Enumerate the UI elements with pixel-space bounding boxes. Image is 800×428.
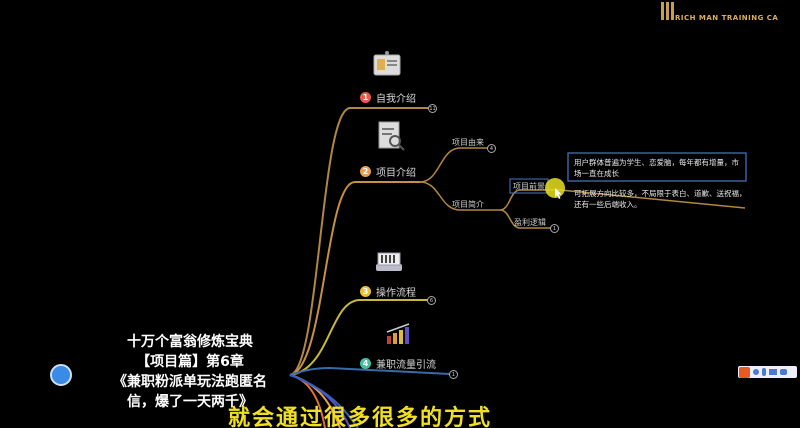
ime-emoji-icon[interactable] xyxy=(753,369,759,375)
collapse-count[interactable]: 6 xyxy=(427,296,436,305)
node-project-summary[interactable]: 项目简介 xyxy=(452,200,484,209)
node-project-origin[interactable]: 项目由来 xyxy=(452,138,484,147)
node-project-prospect[interactable]: 项目前景 xyxy=(513,182,545,191)
collapse-count[interactable]: 1 xyxy=(550,224,559,233)
subtitle-caption: 就会通过很多很多的方式 xyxy=(228,406,493,428)
note-box-outline xyxy=(567,152,747,182)
ime-skin-icon[interactable] xyxy=(780,369,787,375)
branch-line-1 xyxy=(289,107,432,376)
video-title-overlay: 十万个富翁修炼宝典 【项目篇】第6章 《兼职粉派单玩法跑匿名 信，爆了一天两千》 xyxy=(113,334,267,410)
ime-toolbar[interactable] xyxy=(738,366,797,378)
ime-mic-icon[interactable] xyxy=(762,368,766,376)
ime-keyboard-icon[interactable] xyxy=(769,369,777,375)
floating-button-icon[interactable] xyxy=(50,364,72,386)
cursor-pointer-icon xyxy=(555,188,562,199)
collapse-count[interactable]: 4 xyxy=(487,144,496,153)
note-expansion[interactable]: 可拓展方向比较多，不局限于表白、道歉、送祝福，还有一些后端收入。 xyxy=(574,189,747,209)
ime-logo-icon[interactable] xyxy=(739,366,750,378)
brand-logo: RICH MAN TRAINING CA xyxy=(660,0,800,24)
keyboard-icon xyxy=(376,252,402,271)
collapse-count[interactable]: 1 xyxy=(449,370,458,379)
document-search-icon xyxy=(378,121,405,151)
bar-chart-icon xyxy=(386,323,410,344)
note-market[interactable]: 用户群体普遍为学生、恋爱脑，每年都有增量，市场一直在成长 xyxy=(574,158,739,178)
id-card-icon xyxy=(373,51,401,76)
node-profit-logic[interactable]: 盈利逻辑 xyxy=(514,218,546,227)
collapse-count[interactable]: 11 xyxy=(428,104,437,113)
